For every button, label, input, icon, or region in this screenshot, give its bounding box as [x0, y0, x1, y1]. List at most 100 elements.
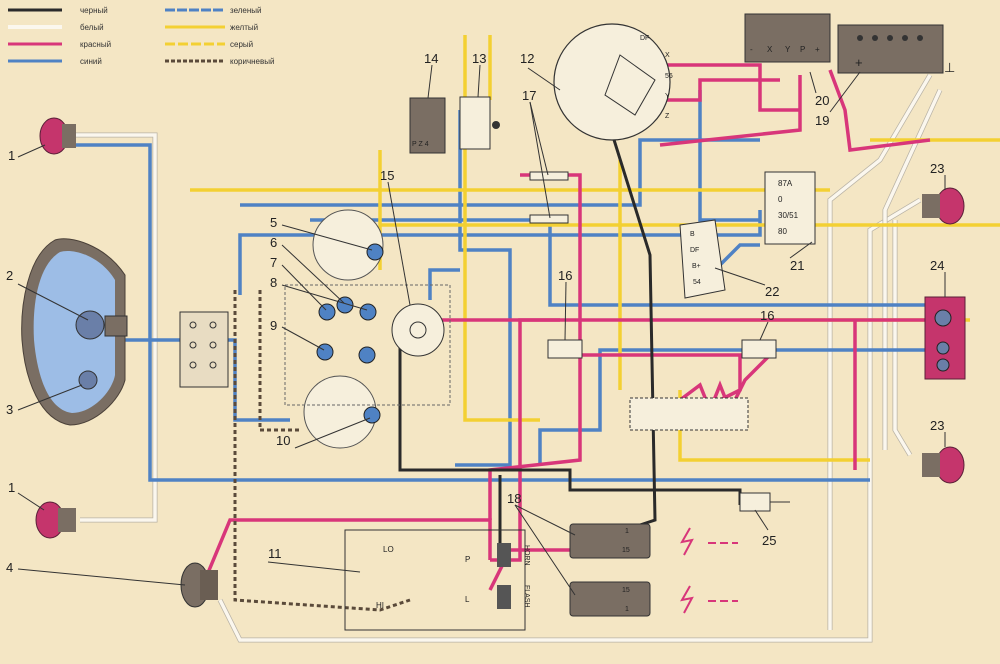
- wire-red-zigzag: [678, 353, 772, 415]
- label-18: 18: [507, 491, 521, 506]
- horn-button: [497, 543, 511, 567]
- leader-16b: [759, 321, 769, 341]
- connector-pin-2: [209, 321, 217, 329]
- reg-term-p: P: [800, 45, 805, 54]
- lamp-1-upper: [39, 117, 76, 155]
- relay21-term-80: 80: [778, 227, 787, 236]
- headlamp-2: [21, 238, 128, 426]
- lamp-23-lower-body: [922, 453, 940, 477]
- relay21-term-0: 0: [778, 195, 783, 204]
- cluster-frame: [284, 284, 451, 406]
- switch-13: [459, 96, 500, 150]
- label-6: 6: [270, 235, 277, 250]
- wire-brown-2: [258, 290, 300, 432]
- relay22-term-df: DF: [690, 247, 699, 254]
- wire-white-outer-inner: [75, 133, 157, 522]
- label-22: 22: [765, 284, 779, 299]
- indicator-lamp-8: [359, 303, 377, 321]
- component-labels: 1 2 3 1 4 5 6 7 8 9 10 11 12 13 14 15 16…: [6, 51, 944, 575]
- gen-term-df: DF: [640, 35, 649, 42]
- switch-13-plunger: [492, 121, 500, 129]
- wire-white-right-inner: [828, 74, 932, 630]
- fuses-17: [529, 171, 569, 224]
- leader-6: [281, 244, 345, 304]
- switch-16-left: [547, 339, 583, 359]
- battery-cell-3: [887, 35, 893, 41]
- label-16-right: 16: [760, 308, 774, 323]
- gen-term-56: 56: [665, 73, 673, 80]
- label-7: 7: [270, 255, 277, 270]
- wire-red-headlamp: [203, 518, 492, 581]
- relay21-term-30: 30/51: [778, 211, 799, 220]
- leader-22: [714, 267, 766, 286]
- fuse-17a: [529, 171, 569, 181]
- battery-19: +: [837, 24, 944, 74]
- label-16-left: 16: [558, 268, 572, 283]
- battery-cell-1: [857, 35, 863, 41]
- wire-brown-switch: [233, 290, 411, 612]
- battery-cell-4: [902, 35, 908, 41]
- ignition-switch-center: [409, 321, 427, 339]
- ignition-coil-18a: 1 15: [569, 523, 651, 559]
- switch-horn-label: HORN: [523, 545, 530, 566]
- label-2: 2: [6, 268, 13, 283]
- wire-red-gen: [660, 63, 800, 112]
- lamp-1-lower-body: [58, 508, 76, 532]
- relay-14-terminals: P Z 4: [412, 141, 429, 148]
- legend-label-yellow: желтый: [230, 23, 258, 32]
- relay-14-body: [409, 97, 446, 154]
- parking-bulb-3: [78, 370, 98, 390]
- wire-blue-mid2: [310, 218, 930, 307]
- fuse-17b: [529, 214, 569, 224]
- headlamp-socket: [104, 315, 128, 337]
- reg-term-plus: +: [815, 45, 820, 54]
- label-1-upper: 1: [8, 148, 15, 163]
- switch-hi-label: HI: [376, 601, 384, 610]
- leader-18a: [514, 504, 576, 536]
- wire-red-flash: [560, 353, 742, 402]
- lamp-23-upper: [922, 187, 965, 225]
- leader-21: [789, 241, 813, 259]
- wire-blue-bottom: [538, 348, 930, 465]
- relay22-term-b: B: [690, 231, 695, 238]
- lamp-23-lower-lens: [935, 446, 965, 484]
- leader-1: [17, 144, 46, 158]
- headlamp-bulb: [75, 310, 105, 340]
- label-23-lower: 23: [930, 418, 944, 433]
- relay21-term-87a: 87A: [778, 179, 793, 188]
- legend-label-black: черный: [80, 6, 108, 15]
- label-21: 21: [790, 258, 804, 273]
- connector-pin-3: [189, 341, 197, 349]
- leader-9: [281, 326, 325, 351]
- relay22-term-bplus: B+: [692, 263, 701, 270]
- reg-term-y: Y: [785, 45, 791, 54]
- wire-black-ignition: [598, 94, 657, 527]
- label-15: 15: [380, 168, 394, 183]
- switch-25-body: [739, 492, 771, 512]
- speedometer-upper-face: [312, 209, 384, 281]
- legend-label-green: зеленый: [230, 6, 262, 15]
- legend-label-white: белый: [80, 23, 104, 32]
- coil-a-term-1: 1: [625, 528, 629, 535]
- flash-button: [497, 585, 511, 609]
- indicator-lamp-6: [336, 296, 354, 314]
- leader-11: [267, 561, 361, 573]
- legend-label-brown: коричневый: [230, 57, 274, 66]
- generator-12: DF X 56 Y Z: [553, 23, 673, 141]
- switch-lo-label: LO: [383, 545, 394, 554]
- indicator-lamp-9b: [358, 346, 376, 364]
- switch-16-right: [741, 339, 777, 359]
- wire-blue-relay2: [718, 243, 760, 267]
- generator-12-stator: [604, 54, 656, 116]
- label-12: 12: [520, 51, 534, 66]
- gen-term-y: Y: [665, 93, 670, 100]
- switch-p-label: P: [465, 555, 470, 564]
- headlamp-reflector: [33, 250, 115, 413]
- relay22-term-54: 54: [693, 279, 701, 286]
- label-8: 8: [270, 275, 277, 290]
- relay-14: P Z 4: [409, 97, 446, 154]
- relay-21: 87A 0 30/51 80: [764, 171, 816, 245]
- label-25: 25: [762, 533, 776, 548]
- wire-white-lamp23b: [892, 220, 913, 457]
- leader-17a: [529, 101, 549, 176]
